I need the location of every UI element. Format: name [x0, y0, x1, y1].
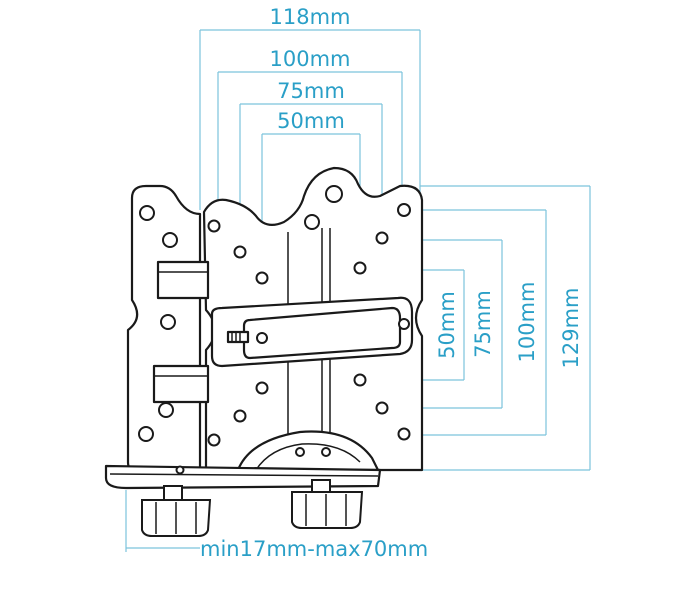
hole-back-5 — [138, 426, 154, 442]
clamp-range-dimension: min17mm-max70mm — [125, 490, 428, 561]
label-50mm-horizontal: 50mm — [277, 109, 345, 133]
hole-back-3 — [160, 314, 176, 330]
vertical-dimensions: 129mm 100mm 75mm 50mm — [366, 185, 591, 471]
base-hole-left — [295, 447, 305, 457]
knob-right-body — [291, 491, 364, 529]
base-plate-hole — [175, 465, 185, 475]
hole-back-4 — [158, 402, 174, 418]
hole-100-bottom-right — [397, 427, 411, 441]
label-129mm: 129mm — [559, 288, 583, 369]
hole-center-mid — [304, 214, 320, 230]
base-plate — [104, 464, 382, 490]
hole-75-top-left — [233, 245, 247, 259]
back-slot-top — [156, 260, 210, 300]
hole-back-1 — [139, 205, 155, 221]
label-75mm: 75mm — [277, 79, 345, 103]
label-100mm: 100mm — [270, 47, 351, 71]
hole-75-bottom-left — [233, 409, 247, 423]
hole-100-top-right — [375, 231, 389, 245]
label-50mm-vertical: 50mm — [435, 291, 459, 359]
strap-bolt-right — [398, 318, 410, 330]
bracket-drawing — [104, 166, 424, 537]
hole-50-bottom-right — [353, 373, 367, 387]
back-slot-bottom — [152, 364, 210, 404]
hole-center-top — [325, 185, 343, 203]
clamp-knob-left — [141, 485, 212, 537]
threaded-rod — [226, 330, 250, 344]
hole-50-bottom-left — [255, 381, 269, 395]
label-118mm: 118mm — [270, 5, 351, 29]
clamp-knob-right — [291, 479, 364, 529]
strap-bolt-left — [256, 332, 268, 344]
hole-75-top-right — [353, 261, 367, 275]
hole-back-2 — [162, 232, 178, 248]
hole-118-top-right — [397, 203, 411, 217]
clamp-strap-inner — [242, 306, 402, 360]
knob-right-shaft — [311, 479, 331, 493]
clamp-base-arch — [236, 430, 380, 472]
label-100mm-vertical: 100mm — [515, 282, 539, 363]
hole-100-top-left — [207, 219, 221, 233]
label-75mm-vertical: 75mm — [471, 290, 495, 358]
label-clamp-range: min17mm-max70mm — [200, 537, 428, 561]
hole-75-bottom-right — [375, 401, 389, 415]
hole-100-bottom-left — [207, 433, 221, 447]
base-hole-right — [321, 447, 331, 457]
clamp-base-arch-inner — [255, 443, 361, 471]
knob-left-shaft — [163, 485, 183, 501]
hole-50-top-left — [255, 271, 269, 285]
base-plate-edge — [109, 473, 379, 477]
